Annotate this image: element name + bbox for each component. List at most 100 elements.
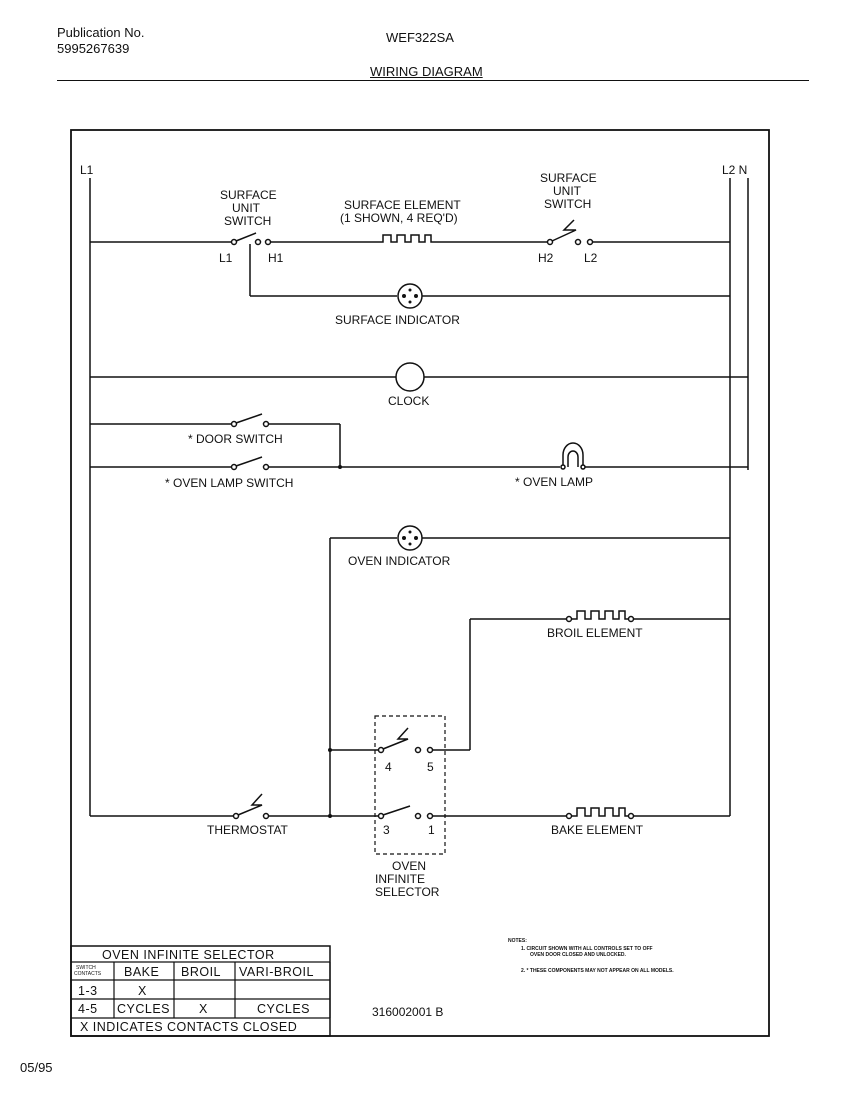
- switch-contact: [574, 238, 582, 246]
- lamp-filament: [567, 450, 579, 467]
- switch-contact: [230, 238, 238, 246]
- lamp-terminal: [414, 294, 418, 298]
- oven-selector-housing: [374, 715, 446, 855]
- terminal-l1-label: L1: [219, 251, 233, 265]
- selector-45-thermal-symbol: [382, 727, 409, 750]
- oven-lamp-switch-blade: [235, 456, 263, 467]
- selector-label-line2: INFINITE: [375, 872, 425, 886]
- surface-element-heater: [377, 234, 437, 243]
- element-terminal: [627, 812, 635, 820]
- selector-label-line3: SELECTOR: [375, 885, 440, 899]
- note-line-1: 1. CIRCUIT SHOWN WITH ALL CONTROLS SET T…: [521, 946, 653, 952]
- surface-unit-switch-right-line3: SWITCH: [544, 197, 591, 211]
- switch-blade: [235, 232, 257, 242]
- selector-terminal-3: 3: [383, 823, 390, 837]
- selector-label-line1: OVEN: [392, 859, 426, 873]
- table-header-vari-broil: VARI-BROIL: [239, 965, 314, 979]
- publication-number: 5995267639: [57, 41, 130, 56]
- terminal-h1-label: H1: [268, 251, 284, 265]
- element-terminal: [565, 812, 573, 820]
- element-terminal: [565, 615, 573, 623]
- surface-element-label: SURFACE ELEMENT: [344, 198, 461, 212]
- selector-contacts-table: [70, 945, 331, 1037]
- table-header-broil: BROIL: [181, 965, 221, 979]
- clock-label: CLOCK: [388, 394, 429, 408]
- surface-element-qty: (1 SHOWN, 4 REQ'D): [340, 211, 458, 225]
- lamp-terminal: [560, 464, 566, 470]
- lamp-terminal: [408, 300, 412, 304]
- lamp-terminal: [402, 294, 406, 298]
- lamp-terminal: [402, 536, 406, 540]
- title-rule: [57, 80, 809, 81]
- switch-contact: [254, 238, 262, 246]
- model-number: WEF322SA: [386, 30, 454, 45]
- diagram-frame: [70, 129, 770, 1037]
- oven-lamp-switch-label: * OVEN LAMP SWITCH: [165, 476, 293, 490]
- table-cell: CYCLES: [257, 1002, 310, 1016]
- surface-unit-switch-right-line2: UNIT: [553, 184, 582, 198]
- oven-indicator-lamp: [397, 525, 423, 551]
- table-row-contacts: 4-5: [78, 1002, 98, 1016]
- selector-contact-1: [426, 812, 434, 820]
- terminal-h2-label: H2: [538, 251, 554, 265]
- lamp-terminal: [580, 464, 586, 470]
- selector-contact-3: [377, 812, 385, 820]
- switch-contact: [262, 420, 270, 428]
- surface-unit-switch-left-line2: UNIT: [232, 201, 261, 215]
- oven-lamp-label: * OVEN LAMP: [515, 475, 593, 489]
- surface-indicator-label: SURFACE INDICATOR: [335, 313, 460, 327]
- lamp-terminal: [414, 536, 418, 540]
- surface-unit-switch-right-line1: SURFACE: [540, 171, 597, 185]
- switch-contact: [264, 238, 272, 246]
- switch-contact: [230, 463, 238, 471]
- door-switch-label: * DOOR SWITCH: [188, 432, 283, 446]
- note-line-2: OVEN DOOR CLOSED AND UNLOCKED.: [530, 952, 627, 958]
- table-cell: CYCLES: [117, 1002, 170, 1016]
- thermostat-contact: [232, 812, 240, 820]
- oven-lamp-bulb: [562, 442, 584, 467]
- broil-element-heater: [571, 610, 629, 620]
- table-row-contacts: 1-3: [78, 984, 98, 998]
- selector-contact: [414, 812, 422, 820]
- terminal-l2-label: L2: [584, 251, 598, 265]
- bake-element-label: BAKE ELEMENT: [551, 823, 644, 837]
- notes-heading: NOTES:: [508, 938, 527, 944]
- selector-31-blade: [382, 805, 411, 816]
- table-footer: X INDICATES CONTACTS CLOSED: [80, 1020, 297, 1034]
- diagram-title: WIRING DIAGRAM: [370, 64, 483, 79]
- thermostat-label: THERMOSTAT: [207, 823, 289, 837]
- table-corner-line1: SWITCH: [76, 965, 96, 971]
- l2n-label: L2 N: [722, 163, 747, 177]
- switch-contact: [586, 238, 594, 246]
- broil-element-label: BROIL ELEMENT: [547, 626, 643, 640]
- thermostat-contact: [262, 812, 270, 820]
- clock-motor: [395, 362, 425, 392]
- table-title: OVEN INFINITE SELECTOR: [102, 948, 275, 962]
- l1-label: L1: [80, 163, 94, 177]
- junction: [338, 465, 342, 469]
- door-switch-blade: [235, 413, 263, 424]
- lamp-terminal: [408, 542, 412, 546]
- publication-label: Publication No.: [57, 25, 145, 40]
- selector-contact-5: [426, 746, 434, 754]
- junction: [328, 814, 332, 818]
- switch-contact: [546, 238, 554, 246]
- oven-indicator-label: OVEN INDICATOR: [348, 554, 451, 568]
- bake-element-heater: [571, 807, 629, 817]
- surface-unit-switch-left-line1: SURFACE: [220, 188, 277, 202]
- junction: [328, 748, 332, 752]
- switch-contact: [230, 420, 238, 428]
- selector-terminal-1: 1: [428, 823, 435, 837]
- revision-date: 05/95: [20, 1060, 53, 1075]
- surface-unit-switch-right-symbol: [551, 219, 577, 242]
- thermostat-symbol: [237, 793, 263, 816]
- surface-indicator-lamp: [397, 283, 423, 309]
- table-cell: X: [199, 1002, 208, 1016]
- selector-contact-4: [377, 746, 385, 754]
- lamp-terminal: [408, 288, 412, 292]
- drawing-number: 316002001 B: [372, 1005, 443, 1019]
- table-corner-line2: CONTACTS: [74, 971, 102, 977]
- selector-contact: [414, 746, 422, 754]
- selector-terminal-5: 5: [427, 760, 434, 774]
